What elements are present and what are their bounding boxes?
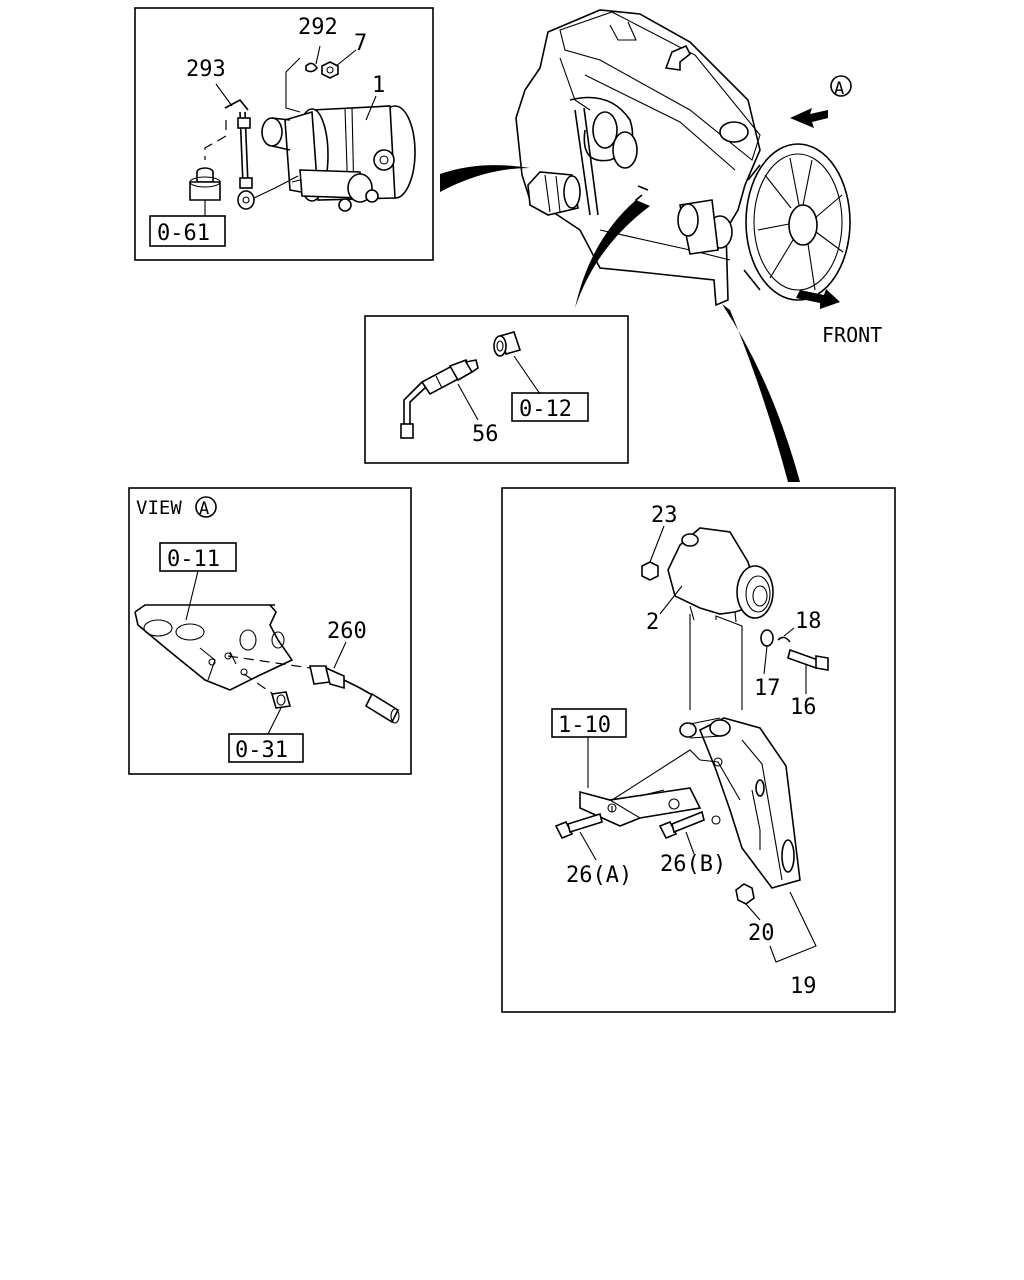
nut-7-drawing [321, 61, 339, 79]
ref-box-1-10 [551, 708, 627, 738]
ref-label-0-12: 0-12 [519, 397, 572, 422]
label-292: 292 [298, 15, 338, 40]
view-title-marker: A [199, 499, 209, 519]
label-18: 18 [795, 609, 822, 634]
bracket-inset-frame [501, 487, 896, 1013]
sensor-260-drawing [309, 665, 400, 724]
bolt-26a-drawing [554, 812, 603, 840]
ref-label-0-31: 0-31 [235, 738, 288, 763]
ref-box-0-61 [149, 215, 226, 247]
label-26b: 26(B) [660, 852, 726, 877]
washer-18-drawing [777, 636, 791, 643]
engine-drawing [515, 9, 851, 307]
manifold-drawing [134, 604, 294, 691]
label-17: 17 [754, 676, 781, 701]
label-16: 16 [790, 695, 817, 720]
bolt-26b-drawing [658, 810, 705, 840]
cable-293-drawing [224, 98, 299, 210]
fitting-0-31-drawing [270, 691, 292, 709]
view-a-arrow: A [790, 75, 852, 128]
ref-box-0-12 [511, 392, 589, 422]
fan-drawing [743, 143, 851, 301]
starter-motor-drawing [261, 105, 416, 212]
view-a-inset-frame [128, 487, 412, 775]
adjust-bar-drawing [579, 787, 702, 827]
sensor-leader [575, 200, 650, 308]
label-26a: 26(A) [566, 863, 632, 888]
alternator-2-drawing [667, 527, 774, 623]
bolt-16-drawing [787, 648, 829, 671]
view-a-inset: VIEW A 0-11 260 [128, 487, 412, 775]
ref-label-1-10: 1-10 [558, 713, 611, 738]
fitting-0-12-drawing [493, 331, 522, 357]
label-260: 260 [327, 619, 367, 644]
bracket-leader [722, 304, 800, 482]
starter-inset-frame [134, 7, 434, 261]
sensor-inset-frame [364, 315, 629, 464]
nut-292-drawing [305, 62, 318, 73]
ref-label-0-11: 0-11 [167, 547, 220, 572]
label-19: 19 [790, 974, 817, 999]
sensor-inset: 56 0-12 [364, 315, 629, 464]
starter-motor-inset: 292 7 293 1 0-61 [134, 7, 434, 261]
label-20: 20 [748, 921, 775, 946]
ref-label-0-61: 0-61 [157, 221, 210, 246]
front-label: FRONT [822, 323, 882, 347]
label-7: 7 [354, 31, 367, 56]
label-293: 293 [186, 57, 226, 82]
ref-box-0-31 [228, 733, 304, 763]
bracket-inset: 23 2 17 18 16 [501, 487, 896, 1013]
label-2: 2 [646, 610, 659, 635]
sensor-56-drawing [400, 358, 479, 439]
bracket-19-drawing [679, 717, 801, 889]
view-title: VIEW [136, 497, 182, 519]
label-56: 56 [472, 422, 499, 447]
label-1: 1 [372, 73, 385, 98]
nut-20-drawing [735, 883, 755, 905]
front-arrow: FRONT [796, 289, 882, 347]
nut-23-drawing [641, 561, 659, 581]
starter-leader [440, 165, 530, 192]
view-a-marker: A [834, 79, 844, 99]
connector-0-61-drawing [189, 167, 221, 201]
label-23: 23 [651, 503, 678, 528]
washer-17-drawing [760, 629, 774, 647]
